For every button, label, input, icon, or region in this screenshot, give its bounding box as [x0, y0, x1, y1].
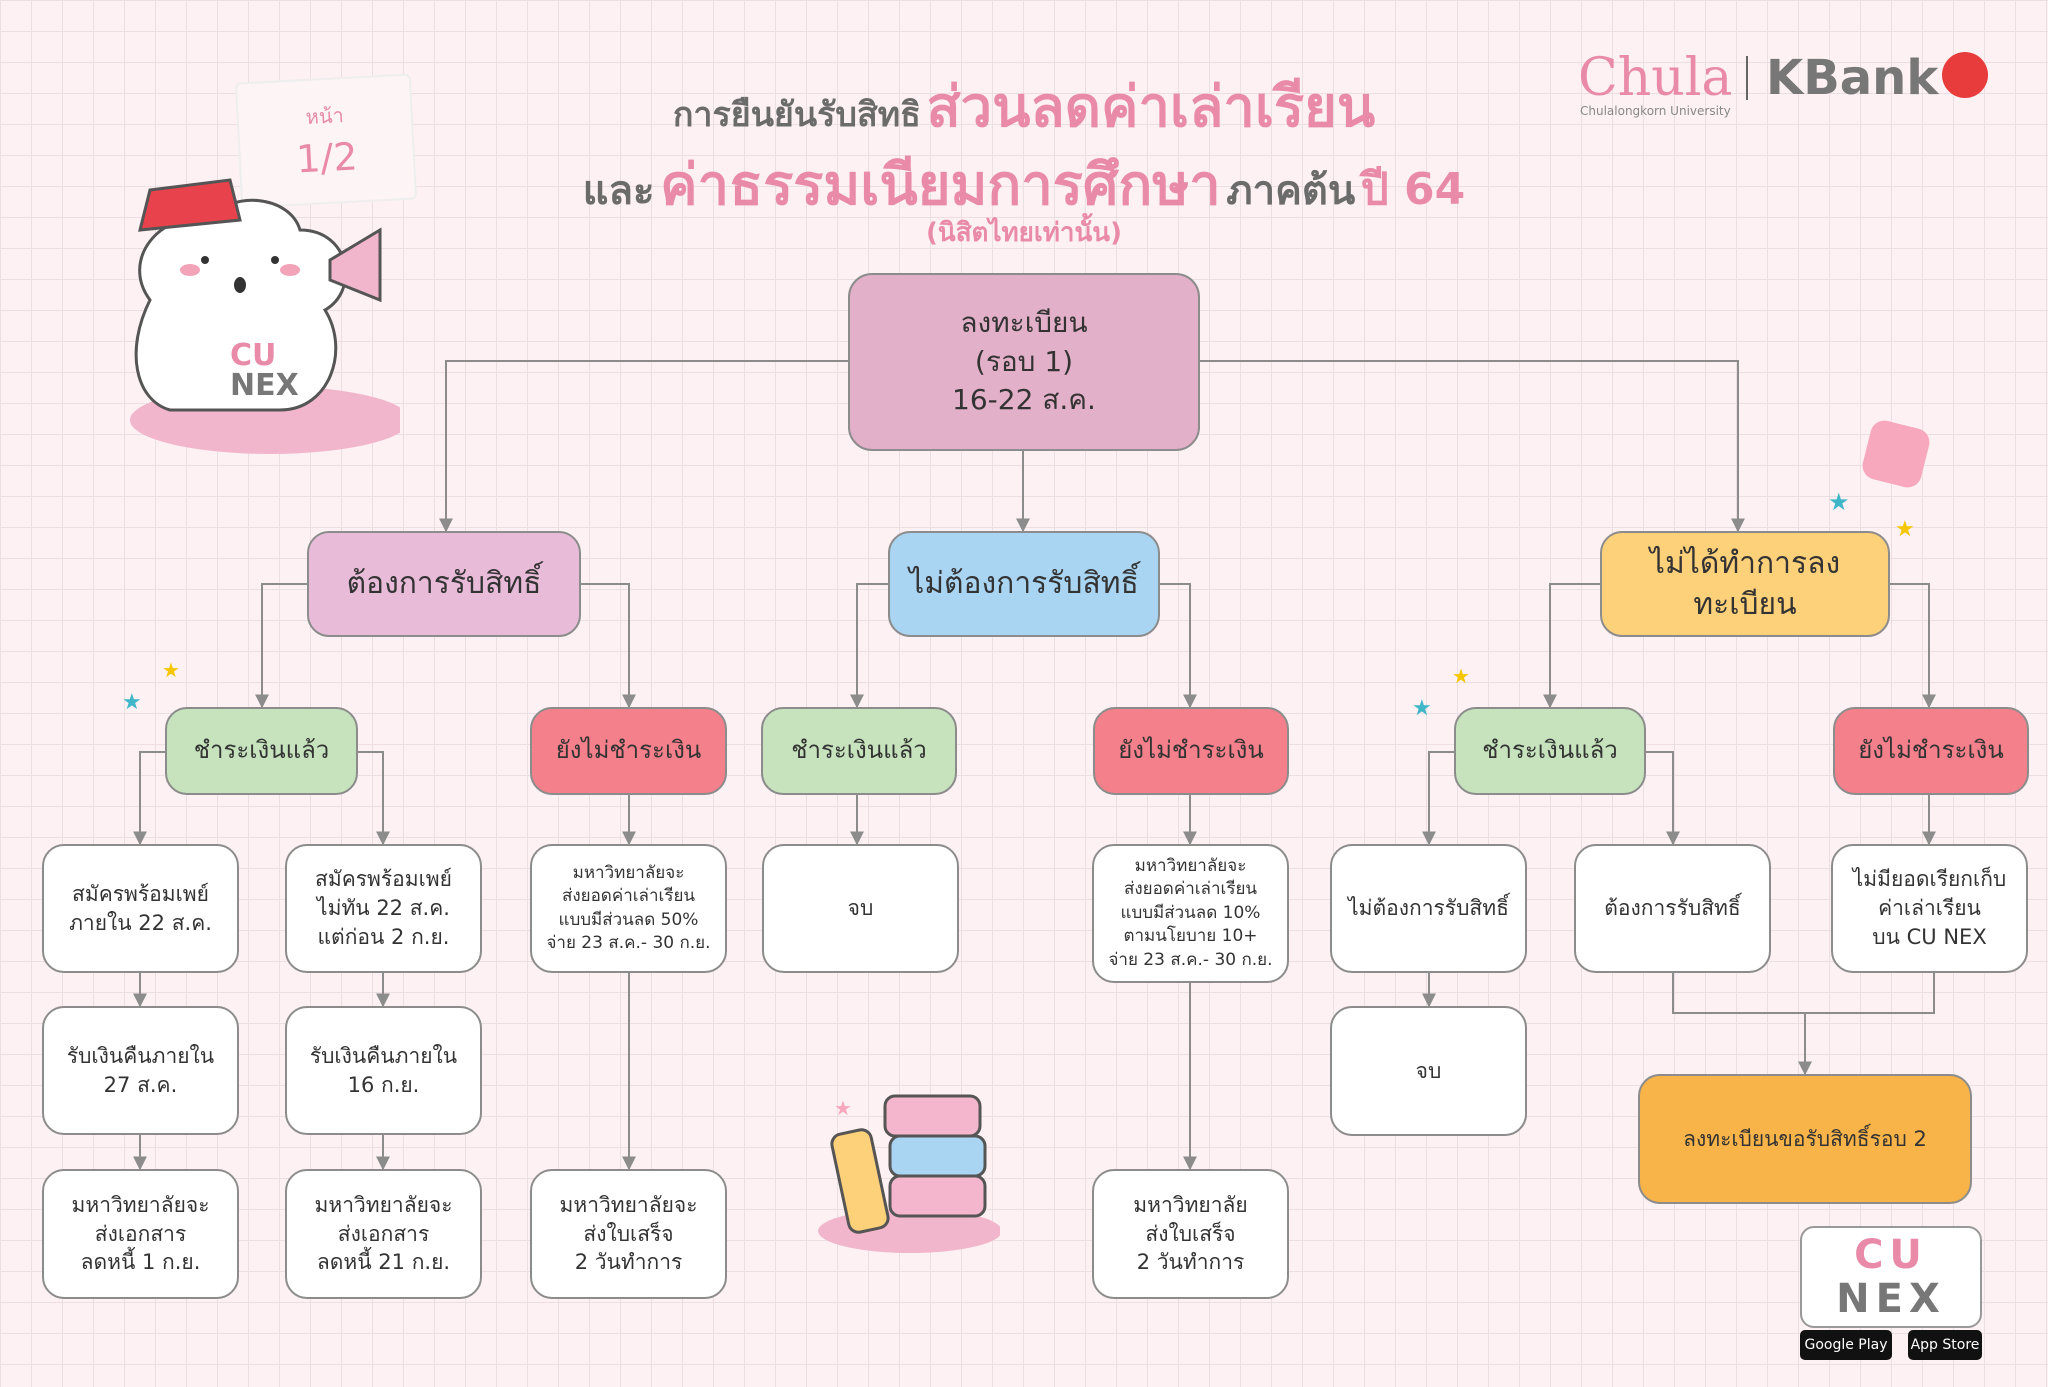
page-title-line2: และ ค่าธรรมเนียมการศึกษา ภาคต้น ปี 64	[0, 140, 2048, 229]
want-paid-refund-27aug: รับเงินคืนภายใน 27 ส.ค.	[42, 1006, 239, 1135]
title-and: และ	[582, 168, 655, 214]
mascot-cu-text: CU	[230, 338, 276, 373]
want-unpaid-bill-50-percent: มหาวิทยาลัยจะ ส่งยอดค่าเล่าเรียน แบบมีส่…	[530, 844, 727, 973]
app-cu-text: CU	[1854, 1232, 1928, 1278]
category-not-registered: ไม่ได้ทำการลงทะเบียน	[1600, 531, 1890, 637]
app-nex-text: NEX	[1836, 1276, 1946, 1322]
category-not-want-discount: ไม่ต้องการรับสิทธิ์	[888, 531, 1160, 637]
page-subtitle: (นิสิตไทยเท่านั้น)	[926, 218, 1122, 248]
not-registered-paid-end: จบ	[1330, 1006, 1527, 1136]
title-year: ปี 64	[1360, 164, 1466, 215]
kbank-logo: KBank	[1766, 50, 1939, 106]
star-icon: ★	[1828, 488, 1850, 516]
want-unpaid: ยังไม่ชำระเงิน	[530, 707, 727, 795]
star-icon: ★	[122, 690, 142, 715]
not-registered-unpaid-no-bill: ไม่มียอดเรียกเก็บ ค่าเล่าเรียน บน CU NEX	[1831, 844, 2028, 973]
not-registered-paid-want-discount: ต้องการรับสิทธิ์	[1574, 844, 1771, 973]
google-play-badge[interactable]: Google Play	[1800, 1330, 1892, 1360]
want-paid-credit-note-1sep: มหาวิทยาลัยจะ ส่งเอกสาร ลดหนี้ 1 ก.ย.	[42, 1169, 239, 1299]
mascot-illustration: CU NEX	[130, 178, 400, 454]
kbank-leaf-icon	[1942, 52, 1988, 98]
not-want-unpaid-bill-10-percent: มหาวิทยาลัยจะ ส่งยอดค่าเล่าเรียน แบบมีส่…	[1092, 844, 1289, 983]
want-unpaid-receipt: มหาวิทยาลัยจะ ส่งใบเสร็จ 2 วันทำการ	[530, 1169, 727, 1299]
mascot-nex-text: NEX	[230, 368, 299, 403]
star-icon: ★	[162, 658, 180, 682]
want-paid-promptpay-before-22aug: สมัครพร้อมเพย์ ภายใน 22 ส.ค.	[42, 844, 239, 973]
chula-logo: Chula	[1578, 48, 1733, 108]
want-paid: ชำระเงินแล้ว	[165, 707, 358, 795]
not-want-unpaid: ยังไม่ชำระเงิน	[1093, 707, 1289, 795]
title-highlight-discount: ส่วนลดค่าเล่าเรียน	[926, 75, 1376, 140]
not-registered-paid: ชำระเงินแล้ว	[1454, 707, 1646, 795]
page-title-line1: การยืนยันรับสิทธิ ส่วนลดค่าเล่าเรียน	[0, 62, 2048, 151]
star-icon: ★	[1452, 664, 1470, 688]
star-icon: ★	[834, 1096, 852, 1120]
logo-separator	[1746, 56, 1748, 100]
want-paid-credit-note-21sep: มหาวิทยาลัยจะ ส่งเอกสาร ลดหนี้ 21 ก.ย.	[285, 1169, 482, 1299]
want-paid-promptpay-before-2sep: สมัครพร้อมเพย์ ไม่ทัน 22 ส.ค. แต่ก่อน 2 …	[285, 844, 482, 973]
not-want-unpaid-receipt: มหาวิทยาลัย ส่งใบเสร็จ 2 วันทำการ	[1092, 1169, 1289, 1299]
title-highlight-fee: ค่าธรรมเนียมการศึกษา	[660, 153, 1221, 218]
root-registration-round1: ลงทะเบียน (รอบ 1) 16-22 ส.ค.	[848, 273, 1200, 451]
page-label: หน้า	[305, 103, 345, 130]
title-term: ภาคต้น	[1226, 168, 1356, 214]
app-store-badge[interactable]: App Store	[1908, 1330, 1982, 1360]
star-icon: ★	[1895, 517, 1915, 542]
not-want-paid: ชำระเงินแล้ว	[761, 707, 957, 795]
title-prefix: การยืนยันรับสิทธิ	[672, 95, 921, 135]
chula-logo-subtitle: Chulalongkorn University	[1580, 104, 1731, 118]
books-illustration	[818, 1094, 1000, 1253]
star-icon: ★	[1412, 696, 1432, 721]
register-round2: ลงทะเบียนขอรับสิทธิ์รอบ 2	[1638, 1074, 1972, 1204]
want-paid-refund-16sep: รับเงินคืนภายใน 16 ก.ย.	[285, 1006, 482, 1135]
category-want-discount: ต้องการรับสิทธิ์	[307, 531, 581, 637]
not-want-paid-end: จบ	[762, 844, 959, 973]
cunex-app-card: CU NEX	[1800, 1226, 1982, 1328]
not-registered-unpaid: ยังไม่ชำระเงิน	[1833, 707, 2029, 795]
not-registered-paid-no-discount: ไม่ต้องการรับสิทธิ์	[1330, 844, 1527, 973]
